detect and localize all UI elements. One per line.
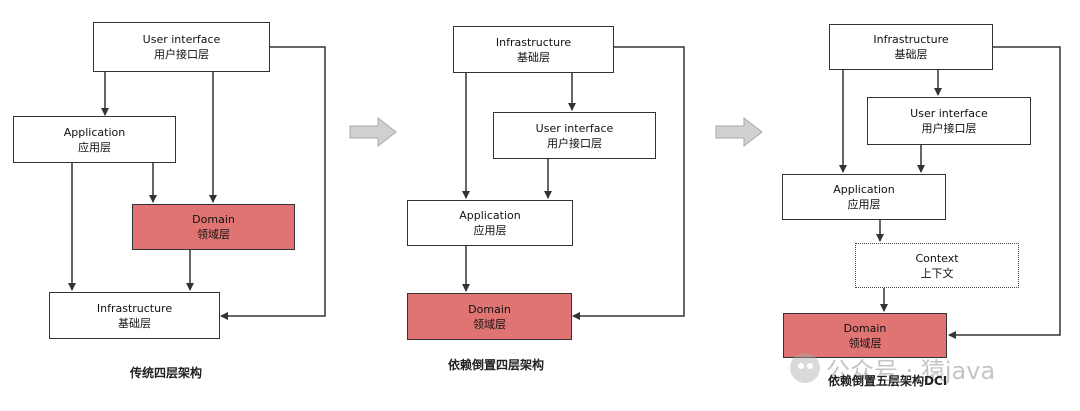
d3-ui-zh: 用户接口层 [921, 122, 977, 135]
d3-context-zh: 上下文 [920, 266, 954, 280]
d1-domain-en: Domain [192, 213, 235, 226]
d3-app-zh: 应用层 [847, 198, 881, 211]
diagram1-connectors [68, 46, 326, 320]
d3-infrastructure-box: Infrastructure 基础层 [829, 24, 993, 70]
d1-domain-box: Domain 领域层 [132, 204, 295, 250]
d1-user-interface-box: User interface 用户接口层 [93, 22, 270, 72]
d1-caption: 传统四层架构 [130, 366, 203, 380]
d1-infra-en: Infrastructure [96, 301, 173, 315]
d1-application-box: Application 应用层 [13, 116, 176, 163]
d2-user-interface-box: User interface 用户接口层 [493, 112, 656, 159]
d2-ui-en: User interface [535, 121, 614, 135]
d2-domain-zh: 领域层 [473, 317, 506, 331]
d1-app-en: Application [63, 125, 126, 139]
watermark-text: 公众号 · 猿java [826, 356, 996, 385]
d2-domain-box: Domain 领域层 [407, 293, 572, 340]
watermark: 公众号 · 猿java [790, 346, 995, 390]
d2-infra-en: Infrastructure [495, 35, 572, 49]
d3-ui-en: User interface [910, 107, 988, 120]
d3-user-interface-box: User interface 用户接口层 [867, 97, 1031, 145]
d1-infrastructure-box: Infrastructure 基础层 [49, 292, 220, 339]
d3-app-en: Application [833, 183, 895, 196]
d3-domain-en: Domain [843, 321, 887, 335]
d3-context-en: Context [915, 251, 959, 265]
diagram3-connectors [839, 46, 1061, 339]
arrow-infrastructure-to-domain [572, 46, 685, 320]
d2-ui-zh: 用户接口层 [547, 136, 602, 150]
d3-infra-en: Infrastructure [873, 33, 949, 46]
d1-app-zh: 应用层 [78, 140, 111, 154]
d1-ui-en: User interface [142, 33, 221, 46]
transition-arrow-1 [349, 116, 397, 148]
d2-domain-en: Domain [468, 302, 511, 316]
d2-caption: 依赖倒置四层架构 [448, 358, 545, 372]
d3-application-box: Application 应用层 [782, 174, 946, 220]
d3-domain-box: Domain 领域层 [783, 313, 947, 358]
d3-infra-zh: 基础层 [894, 48, 928, 61]
d2-app-zh: 应用层 [473, 224, 507, 237]
d1-ui-zh: 用户接口层 [154, 48, 209, 61]
d1-infra-zh: 基础层 [118, 316, 151, 330]
d2-infrastructure-box: Infrastructure 基础层 [453, 26, 614, 73]
d3-domain-zh: 领域层 [848, 336, 882, 350]
arrow-ui-to-infrastructure [220, 46, 326, 320]
transition-arrow-2 [715, 116, 763, 148]
d3-context-box: Context 上下文 [855, 243, 1019, 288]
arrow-infrastructure-to-domain [948, 46, 1061, 339]
d2-infra-zh: 基础层 [517, 50, 550, 64]
d1-domain-zh: 领域层 [197, 228, 230, 241]
d3-caption: 依赖倒置五层架构DCI [828, 374, 948, 388]
d2-application-box: Application 应用层 [407, 200, 573, 246]
wechat-icon [790, 353, 820, 383]
d2-app-en: Application [459, 209, 521, 222]
diagram2-connectors [462, 46, 685, 320]
